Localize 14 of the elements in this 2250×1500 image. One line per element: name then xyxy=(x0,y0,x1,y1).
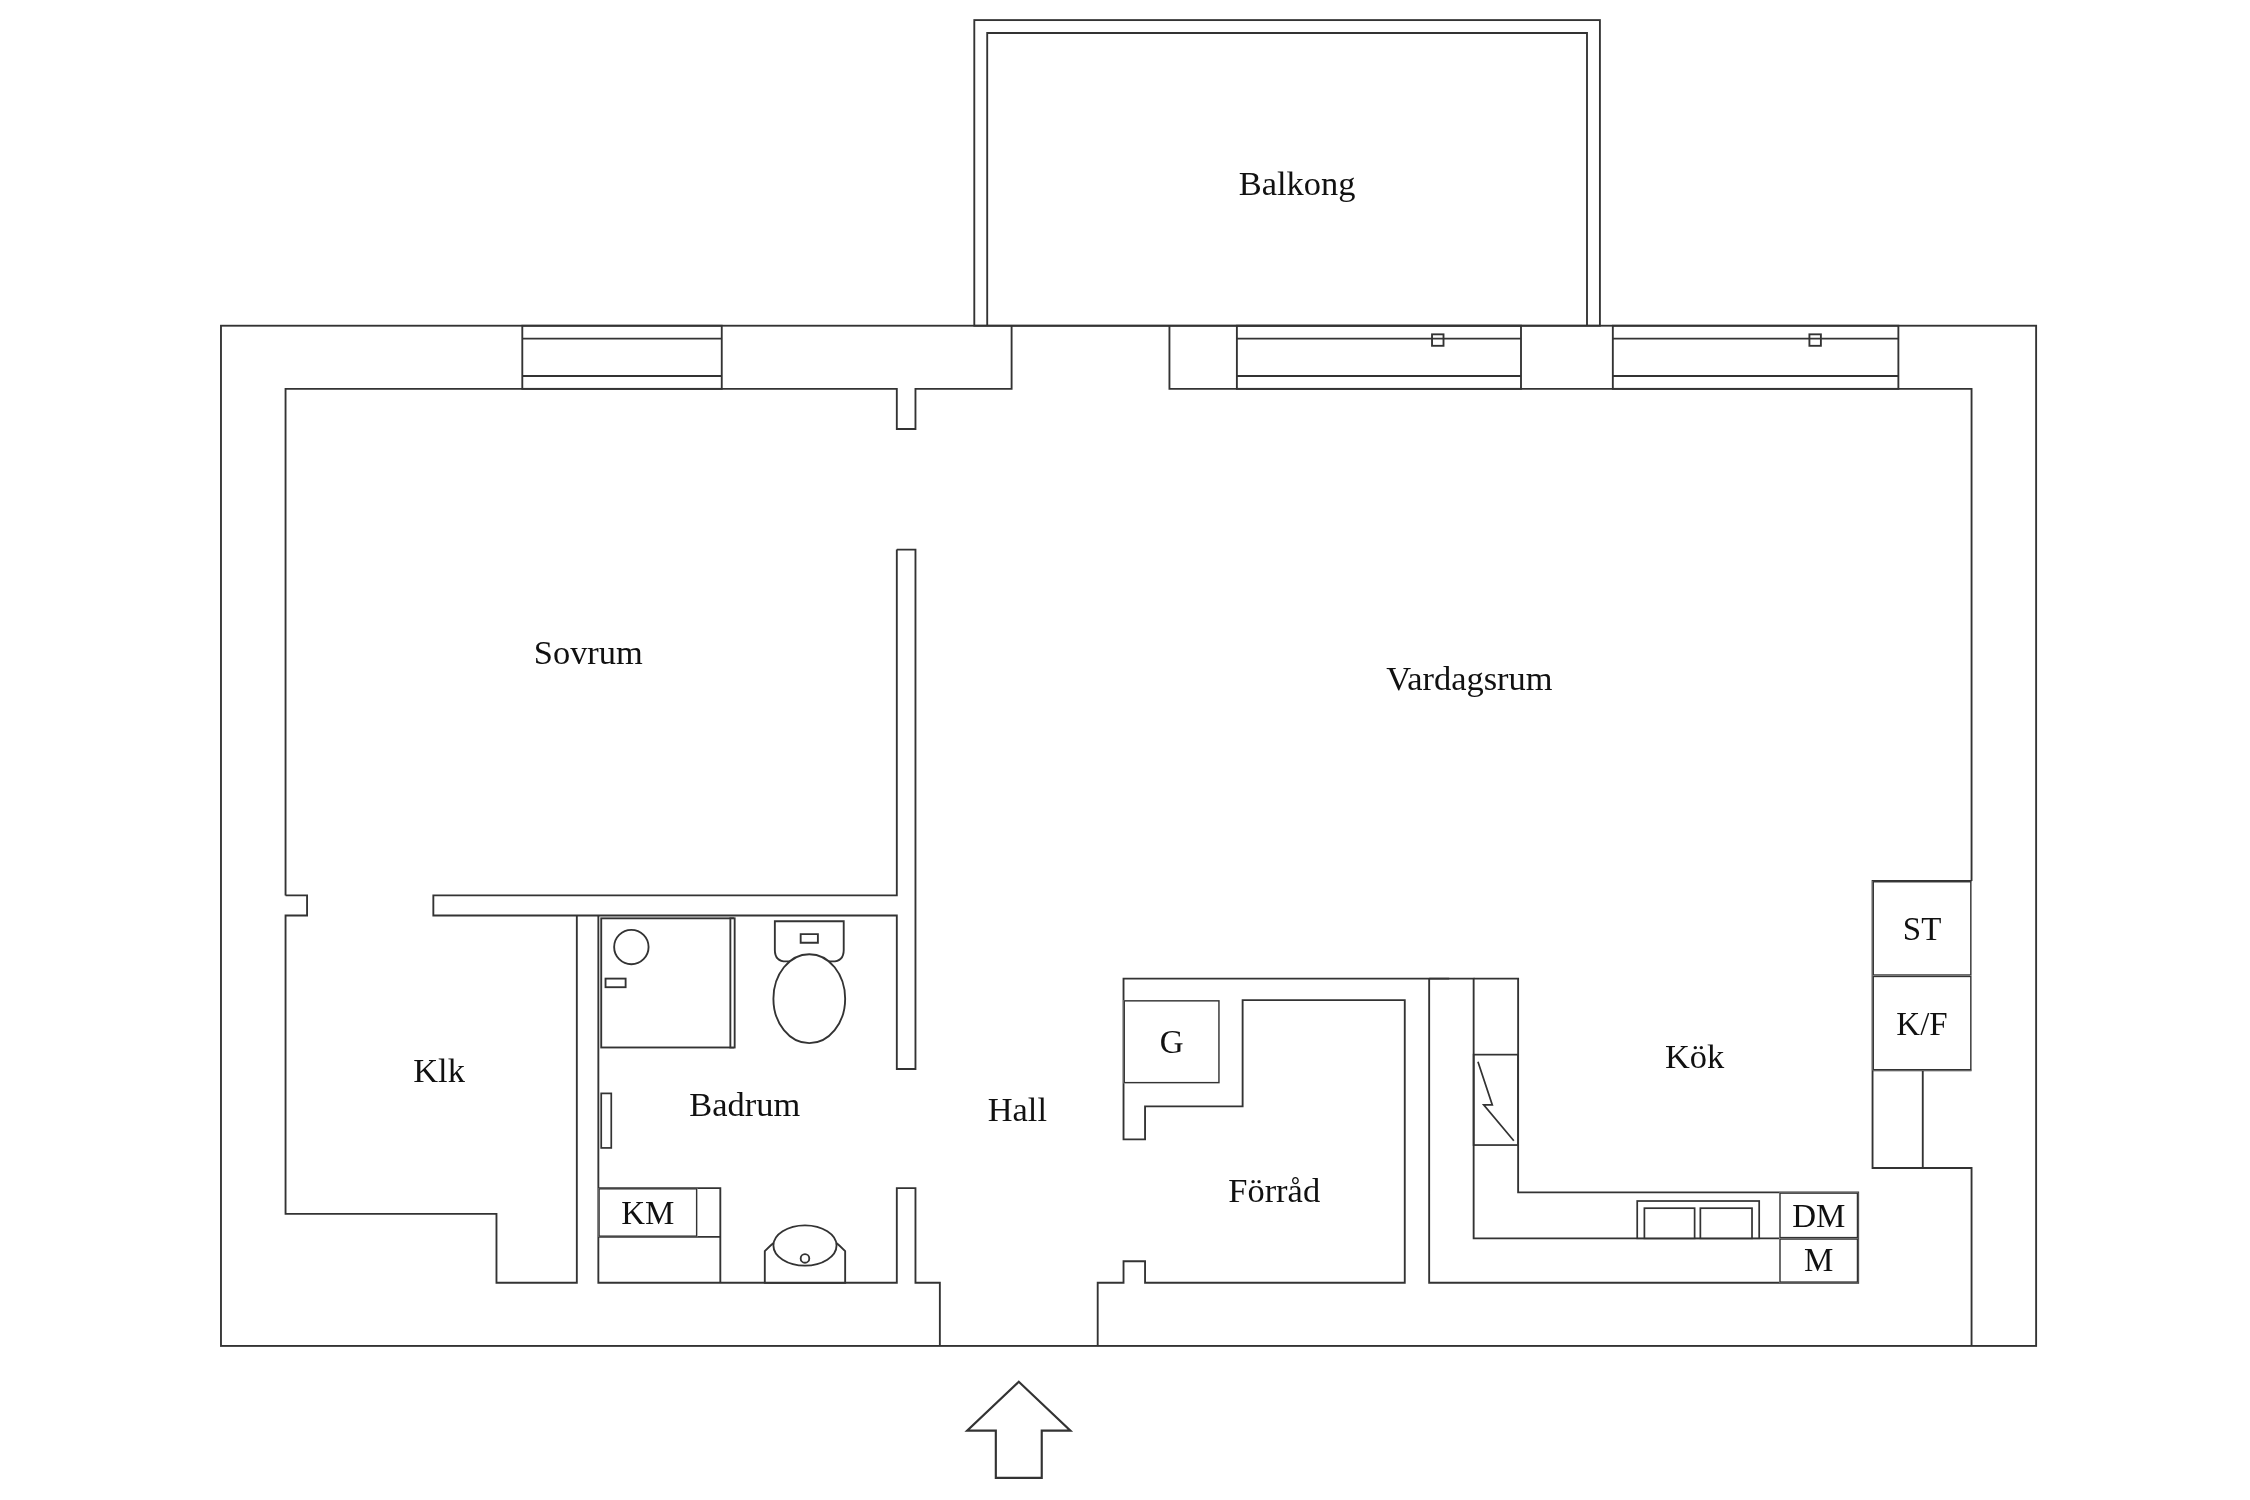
appliance-box: ST xyxy=(1872,881,1972,976)
room-label: Sovrum xyxy=(533,635,643,671)
room-label: Kök xyxy=(1664,1038,1725,1074)
appliance-box: DM xyxy=(1779,1192,1859,1239)
room-label: Badrum xyxy=(689,1087,801,1123)
appliance-box: KM xyxy=(598,1188,698,1237)
appliance-box: M xyxy=(1779,1238,1859,1283)
room-label: Hall xyxy=(987,1091,1047,1127)
room-label: Klk xyxy=(413,1053,465,1088)
appliance-box: G xyxy=(1123,1000,1220,1084)
room-label: Balkong xyxy=(1238,166,1356,201)
room-label: Förråd xyxy=(1228,1173,1321,1209)
appliance-box: K/F xyxy=(1872,975,1972,1071)
room-label: Vardagsrum xyxy=(1386,661,1553,696)
